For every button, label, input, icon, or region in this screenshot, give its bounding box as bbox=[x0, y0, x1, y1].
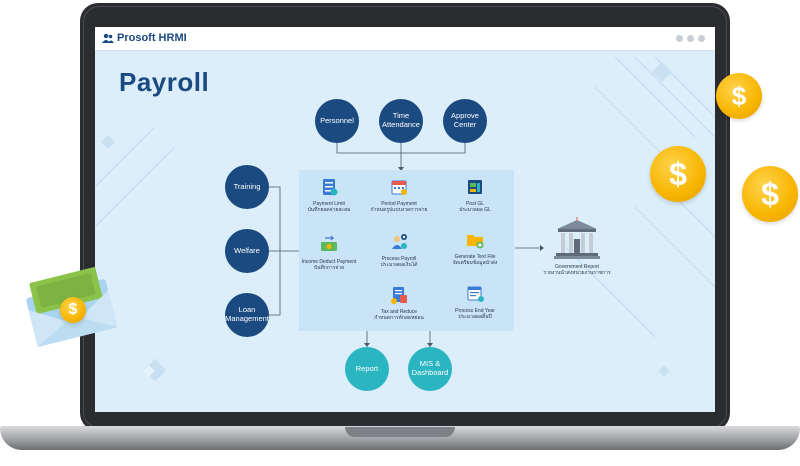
process-end-year-th: ประมวลผลสิ้นปี bbox=[458, 314, 492, 320]
laptop-notch bbox=[345, 427, 455, 437]
window-dot[interactable] bbox=[687, 35, 694, 42]
node-mis-dashboard[interactable]: MIS & Dashboard bbox=[408, 347, 452, 391]
period-payment-th: กำหนดรูปแบบงวดการจ่าย bbox=[370, 207, 428, 213]
coin-symbol: $ bbox=[731, 80, 747, 111]
post-gl-th: ประมวลผล GL bbox=[459, 207, 491, 213]
calendar-icon bbox=[391, 180, 407, 195]
page-title: Payroll bbox=[119, 67, 210, 97]
period-payment-node[interactable]: Period Payment กำหนดรูปแบบงวดการจ่าย bbox=[359, 177, 439, 213]
year-end-calendar-icon bbox=[467, 286, 484, 302]
node-report[interactable]: Report bbox=[345, 347, 389, 391]
coin-symbol: $ bbox=[761, 175, 779, 212]
post-gl-node[interactable]: Post GL ประมวลผล GL bbox=[435, 177, 515, 213]
process-end-year-node[interactable]: Process End Year ประมวลผลสิ้นปี bbox=[435, 284, 515, 320]
process-payroll-en: Process Payroll bbox=[381, 256, 417, 262]
post-gl-en: Post GL bbox=[465, 201, 485, 207]
node-loan-management[interactable]: Loan Management bbox=[225, 293, 269, 337]
node-loan-management-label: Loan Management bbox=[225, 305, 269, 323]
generate-text-node[interactable]: Generate Text File จัดเตรียมข้อมูลนำส่ง bbox=[435, 230, 515, 266]
app-title: Prosoft HRMI bbox=[117, 32, 187, 44]
gear-person-icon bbox=[392, 234, 407, 249]
payment-limit-node[interactable]: Payment Limit บันทึกยอดจ่ายสะสม bbox=[289, 177, 369, 213]
coin-symbol: $ bbox=[68, 301, 78, 318]
node-report-label: Report bbox=[355, 363, 379, 373]
period-payment-en: Period Payment bbox=[381, 201, 417, 207]
income-deduct-en: Income Deduct Payment bbox=[301, 259, 357, 265]
ledger-icon bbox=[468, 180, 482, 194]
generate-text-en: Generate Text File bbox=[454, 254, 496, 260]
node-training-label: Training bbox=[233, 181, 261, 191]
tax-document-icon bbox=[391, 287, 407, 304]
money-transfer-icon bbox=[321, 235, 337, 251]
tax-reduce-node[interactable]: Tax and Reduce กำหนดการหักลดหย่อน bbox=[359, 285, 439, 321]
node-mis-dashboard-label: MIS & Dashboard bbox=[411, 359, 449, 377]
window-titlebar: Prosoft HRMI bbox=[95, 27, 715, 51]
window-dot[interactable] bbox=[676, 35, 683, 42]
node-time-attendance-label: Time Attendance bbox=[382, 111, 420, 129]
dollar-coin-icon: $ bbox=[716, 73, 762, 119]
dollar-coin-icon: $ bbox=[650, 146, 706, 202]
payment-limit-en: Payment Limit bbox=[313, 201, 345, 207]
window-controls[interactable] bbox=[676, 35, 705, 42]
users-icon bbox=[102, 33, 114, 43]
process-end-year-en: Process End Year bbox=[455, 308, 495, 314]
coin-symbol: $ bbox=[669, 155, 687, 192]
node-welfare[interactable]: Welfare bbox=[225, 229, 269, 273]
government-building-icon bbox=[554, 217, 600, 259]
node-approve-center[interactable]: Approve Center bbox=[443, 99, 487, 143]
payment-limit-th: บันทึกยอดจ่ายสะสม bbox=[307, 207, 351, 213]
background-decoration bbox=[95, 56, 715, 382]
app-screen: Prosoft HRMI Payroll bbox=[95, 27, 715, 412]
node-training[interactable]: Training bbox=[225, 165, 269, 209]
income-deduct-node[interactable]: Income Deduct Payment บันทึกการจ่าย bbox=[289, 235, 369, 271]
node-time-attendance[interactable]: Time Attendance bbox=[379, 99, 423, 143]
government-report-node[interactable]: Government Report รายงานนำส่งหน่วยงานราช… bbox=[532, 217, 622, 276]
window-dot[interactable] bbox=[698, 35, 705, 42]
checklist-icon bbox=[323, 179, 338, 196]
government-report-en: Government Report bbox=[555, 264, 599, 270]
node-welfare-label: Welfare bbox=[234, 245, 260, 255]
generate-text-th: จัดเตรียมข้อมูลนำส่ง bbox=[452, 260, 498, 266]
government-report-th: รายงานนำส่งหน่วยงานราชการ bbox=[543, 270, 611, 276]
tax-reduce-th: กำหนดการหักลดหย่อน bbox=[374, 315, 424, 321]
folder-plus-icon bbox=[467, 235, 484, 249]
node-approve-center-label: Approve Center bbox=[451, 111, 479, 129]
tax-reduce-en: Tax and Reduce bbox=[380, 309, 418, 315]
income-deduct-th: บันทึกการจ่าย bbox=[313, 265, 345, 271]
process-payroll-th: ประมวลผลเงินได้ bbox=[380, 262, 418, 268]
envelope-money-icon bbox=[26, 267, 118, 347]
node-personnel[interactable]: Personnel bbox=[315, 99, 359, 143]
dollar-coin-icon: $ bbox=[742, 166, 798, 222]
process-payroll-node[interactable]: Process Payroll ประมวลผลเงินได้ bbox=[359, 232, 439, 268]
node-personnel-label: Personnel bbox=[320, 115, 354, 125]
dollar-coin-icon: $ bbox=[60, 297, 86, 323]
